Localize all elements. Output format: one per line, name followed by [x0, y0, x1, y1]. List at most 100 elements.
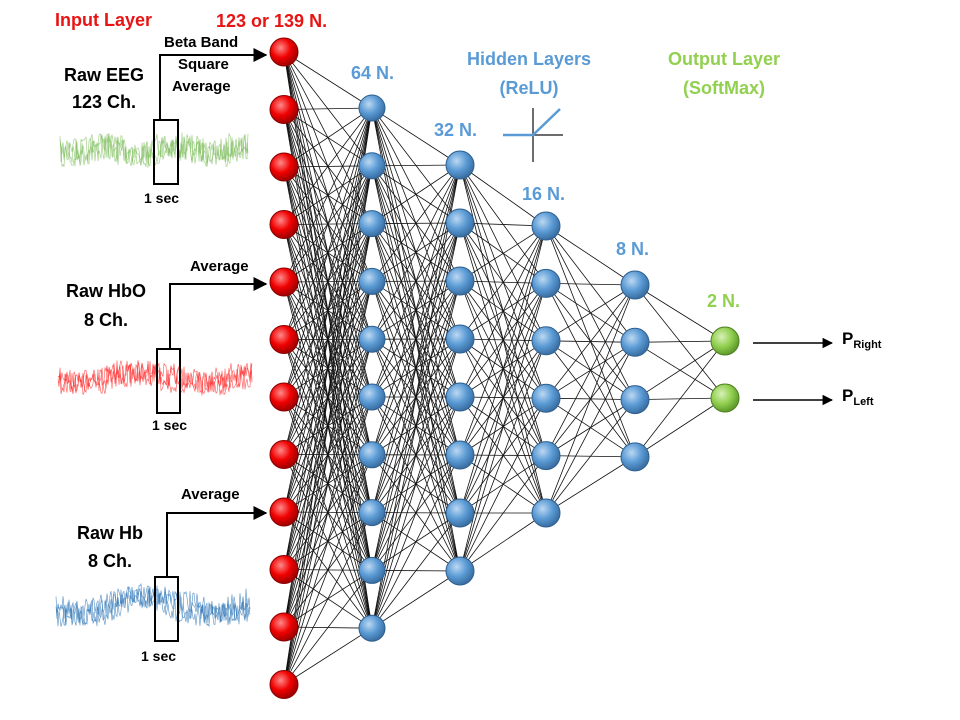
- output-activation-label: (SoftMax): [683, 78, 765, 98]
- connection-line: [545, 225, 636, 286]
- hidden-neuron: [445, 440, 475, 470]
- hb-window-label: 1 sec: [141, 648, 177, 664]
- connection-line: [283, 281, 373, 685]
- hidden-neuron: [620, 442, 650, 472]
- input-neuron: [269, 555, 299, 584]
- hidden-activation-label: (ReLU): [499, 78, 559, 98]
- hidden-neuron: [445, 498, 475, 528]
- connection-line: [283, 107, 373, 570]
- eeg-signal-name: Raw EEG: [63, 65, 145, 85]
- hidden-neuron: [445, 556, 475, 586]
- connection-line: [459, 225, 547, 456]
- connection-edges: [283, 51, 726, 685]
- connection-line: [634, 397, 726, 458]
- hidden-layer-3-size: 16 N.: [522, 184, 566, 204]
- hidden-neuron: [358, 210, 386, 238]
- input-neuron: [269, 95, 299, 124]
- eeg-window-label: 1 sec: [144, 190, 180, 206]
- connection-line: [459, 164, 547, 227]
- hidden-layers-title: Hidden Layers: [466, 49, 592, 69]
- p-left-subscript: Left: [853, 396, 874, 408]
- connection-line: [283, 107, 373, 628]
- connection-line: [283, 512, 373, 685]
- connection-line: [283, 223, 373, 685]
- connection-line: [459, 512, 547, 572]
- hidden-neuron: [358, 383, 386, 411]
- connection-line: [283, 107, 373, 168]
- connection-line: [459, 225, 547, 340]
- hidden-neuron: [358, 94, 386, 122]
- connection-line: [371, 164, 461, 629]
- connection-line: [545, 284, 636, 399]
- hb-signal-trace: [55, 585, 251, 627]
- input-neuron: [269, 325, 299, 354]
- input-neuron: [269, 382, 299, 412]
- hb-channel-count: 8 Ch.: [87, 551, 132, 571]
- hbo-signal-trace: [57, 361, 253, 396]
- relu-graph-icon: [503, 108, 563, 162]
- eeg-process-arrow: [159, 48, 268, 120]
- hb-process-arrow: [166, 506, 268, 577]
- hb-signal-trace: [55, 586, 251, 627]
- p-right-symbol: P: [842, 329, 854, 348]
- p-right-subscript: Right: [853, 339, 882, 351]
- input-layer-title: Input Layer: [55, 10, 153, 30]
- hidden-neuron: [445, 150, 475, 180]
- input-neuron: [269, 440, 299, 469]
- connection-line: [371, 164, 461, 571]
- p-left-symbol: P: [842, 386, 854, 405]
- input-neuron: [269, 267, 299, 297]
- hidden-neuron: [531, 498, 561, 528]
- output-neuron: [710, 383, 740, 413]
- connection-line: [459, 225, 547, 282]
- hbo-process-arrow: [169, 277, 268, 349]
- hidden-neuron: [531, 383, 561, 413]
- connection-line: [371, 338, 461, 629]
- connection-line: [634, 340, 726, 458]
- connection-line: [545, 342, 636, 514]
- connection-line: [634, 284, 726, 342]
- connection-line: [371, 396, 461, 629]
- hidden-neuron: [358, 614, 386, 642]
- connection-line: [283, 107, 373, 340]
- connection-line: [545, 284, 636, 514]
- input-neuron: [269, 497, 299, 527]
- processing-lines: [153, 48, 268, 642]
- hidden-neuron: [358, 556, 386, 584]
- p-right-label: PRight: [842, 329, 882, 351]
- connection-line: [545, 399, 636, 514]
- hidden-neuron: [620, 270, 650, 300]
- connection-line: [371, 222, 461, 629]
- connection-line: [459, 225, 547, 514]
- hidden-neuron: [531, 441, 561, 471]
- connection-line: [283, 454, 373, 685]
- hb-window-box: [154, 576, 179, 642]
- connection-line: [459, 455, 547, 572]
- connection-line: [283, 165, 373, 685]
- connection-line: [283, 107, 373, 398]
- output-layer-title: Output Layer: [667, 49, 780, 69]
- connection-line: [371, 570, 461, 629]
- hidden-layer-1-size: 64 N.: [351, 63, 395, 83]
- output-layer-size: 2 N.: [707, 291, 741, 311]
- eeg-proc-beta-band: Beta Band: [164, 34, 239, 51]
- connection-line: [371, 164, 461, 340]
- connection-line: [634, 340, 726, 343]
- hidden-neuron: [445, 382, 475, 412]
- hidden-neuron: [531, 326, 561, 356]
- connection-line: [283, 107, 373, 455]
- hidden-neuron: [358, 325, 386, 353]
- output-neuron: [710, 326, 740, 356]
- hbo-proc-average: Average: [190, 258, 249, 275]
- input-neuron-count: 123 or 139 N.: [216, 11, 328, 31]
- hidden-layer-2-size: 32 N.: [434, 120, 478, 140]
- hidden-neuron: [445, 324, 475, 354]
- connection-line: [283, 570, 373, 685]
- connection-line: [634, 340, 726, 400]
- hb-proc-average: Average: [181, 486, 240, 503]
- connection-line: [371, 164, 461, 224]
- input-neuron: [269, 152, 299, 182]
- connection-line: [371, 164, 461, 398]
- connection-line: [283, 107, 373, 110]
- hbo-signal-trace: [57, 360, 253, 395]
